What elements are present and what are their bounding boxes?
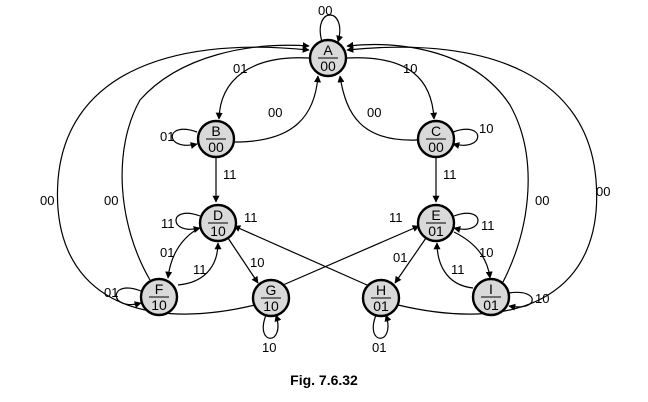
edge-label: 01 xyxy=(160,129,174,144)
state-name: H xyxy=(376,282,386,298)
edge-label: 10 xyxy=(403,61,417,76)
state-node-H: H 01 xyxy=(361,278,401,318)
state-output: 00 xyxy=(428,139,444,155)
edge-G-E xyxy=(282,225,420,286)
state-node-A: A 00 xyxy=(308,38,348,78)
state-name: G xyxy=(266,282,277,298)
edge-A-B xyxy=(215,57,310,120)
state-output: 00 xyxy=(320,58,336,74)
state-output: 10 xyxy=(210,223,226,239)
edge-B-B xyxy=(171,128,198,149)
state-node-E: E 01 xyxy=(416,203,456,243)
edge-F-F xyxy=(115,287,142,309)
figure-caption: Fig. 7.6.32 xyxy=(290,372,358,388)
edge-label: 00 xyxy=(268,105,282,120)
edge-label: 10 xyxy=(535,291,549,306)
edge-H-H xyxy=(372,314,392,339)
state-name: B xyxy=(211,123,220,139)
edge-label: 01 xyxy=(104,285,118,300)
state-node-B: B 00 xyxy=(196,119,236,159)
edge-label: 00 xyxy=(104,193,118,208)
edge-H-A xyxy=(346,45,598,315)
edge-I-I xyxy=(508,291,533,311)
state-name: D xyxy=(213,207,223,223)
edge-B-A xyxy=(234,75,322,143)
edge-label: 00 xyxy=(596,184,610,199)
edge-F-A xyxy=(121,42,310,281)
state-node-D: D 10 xyxy=(198,203,238,243)
edge-label: 10 xyxy=(250,255,264,270)
edge-C-A xyxy=(337,75,418,141)
edge-label: 11 xyxy=(193,262,207,277)
state-node-C: C 00 xyxy=(416,119,456,159)
edge-label: 11 xyxy=(443,167,457,182)
state-name: F xyxy=(155,281,164,297)
edge-label: 10 xyxy=(479,245,493,260)
edge-A-C xyxy=(346,57,438,120)
edge-D-D xyxy=(175,212,201,233)
edge-label: 01 xyxy=(393,250,407,265)
edge-E-H xyxy=(394,237,427,284)
edge-label: 00 xyxy=(367,105,381,120)
edge-label: 00 xyxy=(535,193,549,208)
edge-label: 01 xyxy=(160,245,174,260)
state-output: 10 xyxy=(263,298,279,314)
edge-G-A xyxy=(56,45,310,315)
state-output: 01 xyxy=(428,223,444,239)
edge-C-C xyxy=(452,128,479,149)
state-node-F: F 10 xyxy=(139,277,179,317)
state-node-I: I 01 xyxy=(471,277,511,317)
edge-label: 11 xyxy=(244,210,258,225)
edge-label: 11 xyxy=(389,210,403,225)
edge-D-F xyxy=(165,227,200,279)
edge-label: 10 xyxy=(262,340,276,355)
state-name: C xyxy=(431,123,441,139)
edge-label: 00 xyxy=(40,193,54,208)
edge-label: 11 xyxy=(451,262,465,277)
edge-A-A xyxy=(319,14,344,43)
edge-label: 01 xyxy=(372,340,386,355)
edge-label: 00 xyxy=(318,3,332,18)
edge-D-G xyxy=(227,237,259,284)
edge-label: 01 xyxy=(233,61,247,76)
state-node-G: G 10 xyxy=(251,278,291,318)
state-name: I xyxy=(489,281,493,297)
edge-G-G xyxy=(262,314,282,339)
edge-H-D xyxy=(233,225,368,286)
edge-label: 11 xyxy=(161,216,175,231)
edge-E-I xyxy=(453,231,493,279)
edge-label: 10 xyxy=(479,121,493,136)
edge-F-D xyxy=(177,242,222,286)
edge-label: 11 xyxy=(481,218,495,233)
state-output: 01 xyxy=(483,297,499,313)
state-output: 01 xyxy=(373,298,389,314)
state-name: E xyxy=(431,207,440,223)
edge-I-A xyxy=(346,41,529,283)
state-name: A xyxy=(323,42,333,58)
edge-label: 11 xyxy=(223,167,237,182)
state-output: 00 xyxy=(208,139,224,155)
edge-I-E xyxy=(433,242,474,289)
state-output: 10 xyxy=(151,297,167,313)
edge-E-E xyxy=(453,212,479,233)
